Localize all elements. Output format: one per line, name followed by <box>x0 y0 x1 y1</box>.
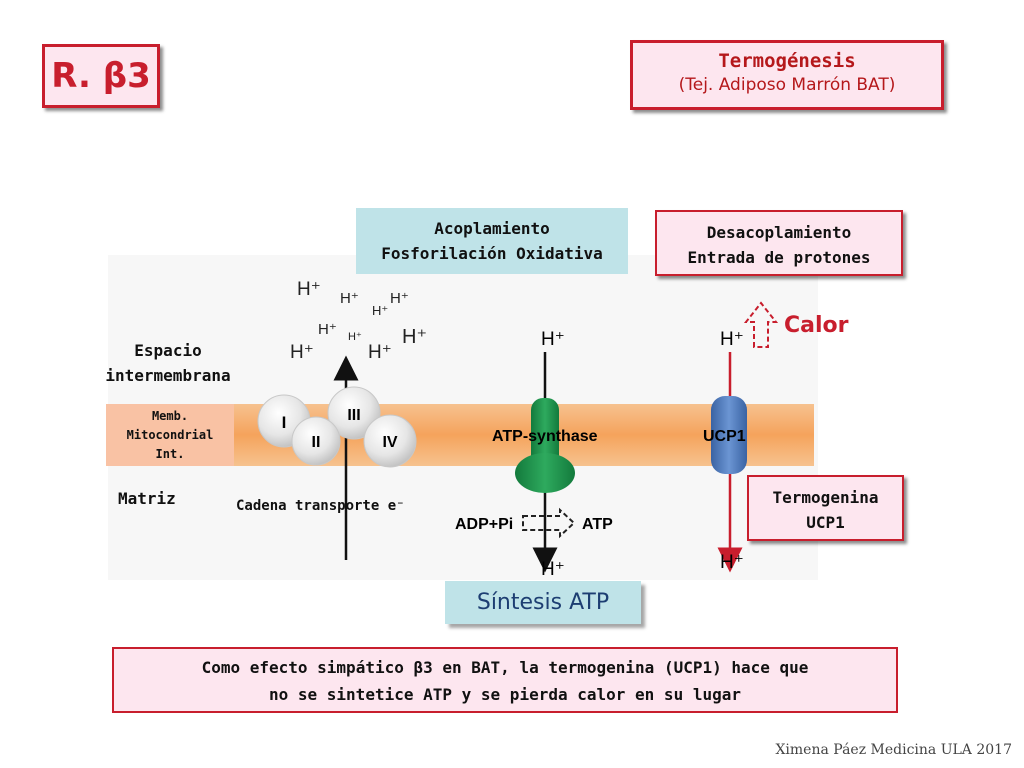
complex-iii: III <box>327 386 381 440</box>
membrane-line-1: Memb. <box>151 409 189 423</box>
heat-label: Calor <box>784 313 849 338</box>
proton-label: H⁺ <box>402 326 427 348</box>
svg-text:I: I <box>282 413 287 432</box>
ucp1-label: UCP1 <box>703 428 746 445</box>
summary-line-1: Como efecto simpático β3 en BAT, la term… <box>201 658 809 677</box>
proton-label: H⁺ <box>348 331 362 343</box>
proton-label: H⁺ <box>720 552 744 573</box>
title-box: R. β3 <box>42 44 160 108</box>
svg-text:III: III <box>347 407 360 424</box>
membrane-line-2: Mitocondrial <box>126 428 214 442</box>
proton-label: H⁺ <box>541 559 565 580</box>
heat-arrow <box>743 301 779 348</box>
membrane-line-3: Int. <box>155 447 185 461</box>
proton-label: H⁺ <box>368 342 392 363</box>
adp-pi-label: ADP+Pi <box>455 516 513 533</box>
proton-label: H⁺ <box>541 329 565 350</box>
proton-label: H⁺ <box>297 279 321 300</box>
transport-chain-label: Cadena transporte e⁻ <box>236 498 405 514</box>
thermogenin-line-1: Termogenina <box>772 488 879 507</box>
complex-iv: IV <box>363 414 417 468</box>
svg-text:II: II <box>312 434 321 451</box>
uncoupling-box: Desacoplamiento Entrada de protones <box>655 210 903 276</box>
thermogenesis-subtitle: (Tej. Adiposo Marrón BAT) <box>678 75 896 95</box>
proton-label: H⁺ <box>720 329 744 350</box>
coupling-line-2: Fosforilación Oxidativa <box>381 244 603 263</box>
coupling-box: Acoplamiento Fosforilación Oxidativa <box>356 208 628 274</box>
thermogenesis-box: Termogénesis (Tej. Adiposo Marrón BAT) <box>630 40 944 110</box>
adp-to-atp-arrow <box>522 507 576 539</box>
atp-synthesis-box: Síntesis ATP <box>445 581 641 624</box>
proton-label: H⁺ <box>340 290 359 307</box>
uncoupling-line-2: Entrada de protones <box>687 248 871 267</box>
proton-cloud: H⁺ H⁺ H⁺ H⁺ H⁺ H⁺ H⁺ H⁺ H⁺ <box>290 279 427 363</box>
coupling-line-1: Acoplamiento <box>434 219 550 238</box>
atp-synthase-protein: H⁺ H⁺ <box>515 329 575 580</box>
svg-text:IV: IV <box>382 434 397 451</box>
membrane-label-box: Memb. Mitocondrial Int. <box>106 404 234 466</box>
intermembrane-line-1: Espacio <box>134 341 202 360</box>
summary-note: Como efecto simpático β3 en BAT, la term… <box>112 647 898 713</box>
uncoupling-line-1: Desacoplamiento <box>706 223 852 242</box>
proton-label: H⁺ <box>390 290 409 307</box>
thermogenin-box: Termogenina UCP1 <box>747 475 904 541</box>
author-credit: Ximena Páez Medicina ULA 2017 <box>775 742 1012 758</box>
proton-label: H⁺ <box>290 342 314 363</box>
ucp1-protein: H⁺ H⁺ <box>711 329 747 573</box>
atp-synthase-label: ATP-synthase <box>492 428 598 445</box>
complex-ii: II <box>291 416 341 466</box>
atp-label: ATP <box>582 516 613 533</box>
intermembrane-line-2: intermembrana <box>105 366 231 385</box>
proton-label: H⁺ <box>372 303 388 318</box>
thermogenin-line-2: UCP1 <box>806 513 845 532</box>
intermembrane-label: Espacio intermembrana <box>84 338 252 388</box>
thermogenesis-title: Termogénesis <box>718 50 856 72</box>
matrix-label: Matriz <box>118 489 176 508</box>
atp-synthesis-label: Síntesis ATP <box>476 590 610 615</box>
page-title: R. β3 <box>51 56 151 96</box>
proton-label: H⁺ <box>318 321 337 338</box>
summary-line-2: no se sintetice ATP y se pierda calor en… <box>268 685 741 704</box>
